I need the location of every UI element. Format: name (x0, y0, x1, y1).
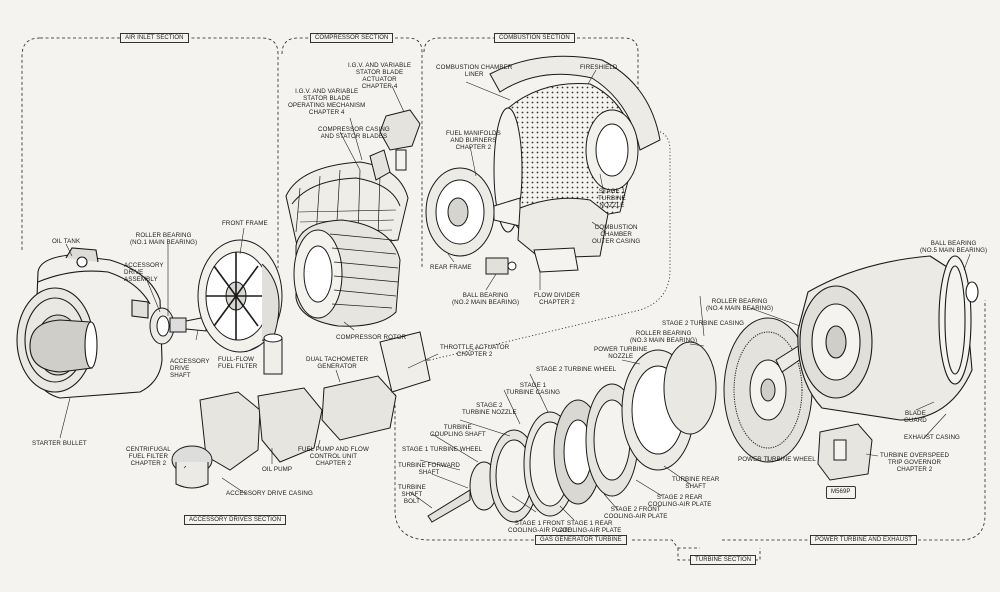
power-turbine-wheel-drawing (723, 317, 815, 463)
exhaust-casing-drawing (797, 255, 979, 421)
compressor-section-label: COMPRESSOR SECTION (310, 33, 394, 43)
rear-frame-label: REAR FRAME (430, 264, 472, 271)
igv-mechanism-label: I.G.V. AND VARIABLE STATOR BLADE OPERATI… (288, 88, 366, 116)
oil-tank-label: OIL TANK (52, 238, 81, 245)
gas-generator-turbine-drawing (427, 341, 717, 523)
accessory-drive-assembly-label: ACCESSORY DRIVE ASSEMBLY (124, 262, 164, 283)
gas-generator-turbine-label: GAS GENERATOR TURBINE (535, 535, 627, 545)
igv-actuator-drawing (369, 109, 421, 181)
compressor-casing-label: COMPRESSOR CASING AND STATOR BLADES (318, 126, 390, 140)
fuel-pump-label: FUEL PUMP AND FLOW CONTROL UNIT CHAPTER … (298, 446, 369, 467)
fuel-manifolds-label: FUEL MANIFOLDS AND BURNERS CHAPTER 2 (446, 130, 501, 151)
stage1-nozzle-label: STAGE 1 TURBINE NOZZLE (598, 188, 626, 209)
stage1-turbine-casing-label: STAGE 1 TURBINE CASING (506, 382, 560, 396)
compressor-rotor-drawing (293, 219, 401, 327)
exhaust-casing-label: EXHAUST CASING (904, 434, 960, 441)
stage1-front-plate-label: STAGE 1 FRONT COOLING-AIR PLATE (508, 520, 572, 534)
accessory-drive-drawing (149, 307, 207, 345)
throttle-actuator-label: THROTTLE ACTUATOR CHAPTER 2 (440, 344, 510, 358)
turbine-rear-shaft-label: TURBINE REAR SHAFT (672, 476, 720, 490)
stage2-rear-plate-label: STAGE 2 REAR COOLING-AIR PLATE (648, 494, 712, 508)
accessory-drive-casing-label: ACCESSORY DRIVE CASING (226, 490, 313, 497)
stage2-turbine-casing-label: STAGE 2 TURBINE CASING (662, 320, 745, 327)
accessory-units-drawing (171, 331, 431, 489)
figure-id: M569P (826, 486, 856, 499)
blade-guard-label: BLADE GUARD (904, 410, 927, 424)
stage2-turbine-nozzle-label: STAGE 2 TURBINE NOZZLE (462, 402, 517, 416)
turbine-section-label: TURBINE SECTION (690, 555, 757, 565)
overspeed-governor-drawing (817, 423, 873, 481)
accessory-drive-shaft-label: ACCESSORY DRIVE SHAFT (170, 358, 210, 379)
roller-bearing-1-label: ROLLER BEARING (No.1 MAIN BEARING) (130, 232, 198, 246)
overspeed-governor-label: TURBINE OVERSPEED TRIP GOVERNOR CHAPTER … (880, 452, 950, 473)
power-turbine-nozzle-label: POWER TURBINE NOZZLE (594, 346, 648, 360)
dual-tacho-label: DUAL TACHOMETER GENERATOR (306, 356, 369, 370)
flow-divider-drawing (485, 257, 517, 275)
starter-bullet-label: STARTER BULLET (32, 440, 87, 447)
compressor-rotor-label: COMPRESSOR ROTOR (336, 334, 407, 341)
stage2-turbine-wheel-label: STAGE 2 TURBINE WHEEL (536, 366, 617, 373)
roller-bearing-4-label: ROLLER BEARING (No.4 MAIN BEARING) (706, 298, 774, 312)
combustion-outer-casing-label: COMBUSTION CHAMBER OUTER CASING (592, 224, 641, 245)
ball-bearing-5-label: BALL BEARING (No.5 MAIN BEARING) (920, 240, 988, 254)
leader-lines (59, 69, 971, 521)
centrifugal-filter-label: CENTRIFUGAL FUEL FILTER CHAPTER 2 (126, 446, 171, 467)
stage2-front-plate-label: STAGE 2 FRONT COOLING-AIR PLATE (604, 506, 668, 520)
oil-pump-label: OIL PUMP (262, 466, 293, 473)
ball-bearing-2-label: BALL BEARING (No.2 MAIN BEARING) (452, 292, 520, 306)
roller-bearing-3-label: ROLLER BEARING (No.3 MAIN BEARING) (630, 330, 698, 344)
turbine-coupling-shaft-label: TURBINE COUPLING SHAFT (430, 424, 486, 438)
power-turbine-exhaust-label: POWER TURBINE AND EXHAUST (810, 535, 918, 545)
accessory-drives-section-label: ACCESSORY DRIVES SECTION (184, 515, 287, 525)
igv-actuator-label: I.G.V. AND VARIABLE STATOR BLADE ACTUATO… (348, 62, 412, 90)
front-frame-drawing (197, 239, 283, 353)
turbine-forward-shaft-label: TURBINE FORWARD SHAFT (398, 462, 460, 476)
stage1-turbine-wheel-label: STAGE 1 TURBINE WHEEL (402, 446, 483, 453)
fireshield-label: FIRESHIELD (580, 64, 618, 71)
fuel-manifold-drawing (425, 167, 521, 257)
outer-casing-drawing (517, 197, 609, 273)
full-flow-fuel-filter-label: FULL-FLOW FUEL FILTER (218, 356, 258, 370)
power-turbine-wheel-label: POWER TURBINE WHEEL (738, 456, 816, 463)
stage1-rear-plate-label: STAGE 1 REAR COOLING-AIR PLATE (558, 520, 622, 534)
air-inlet-section-label: AIR INLET SECTION (120, 33, 189, 43)
flow-divider-label: FLOW DIVIDER CHAPTER 2 (534, 292, 580, 306)
combustion-liner-label: COMBUSTION CHAMBER LINER (436, 64, 513, 78)
front-frame-label: FRONT FRAME (222, 220, 268, 227)
turbine-shaft-bolt-label: TURBINE SHAFT BOLT (398, 484, 426, 505)
combustion-section-label: COMBUSTION SECTION (494, 33, 575, 43)
